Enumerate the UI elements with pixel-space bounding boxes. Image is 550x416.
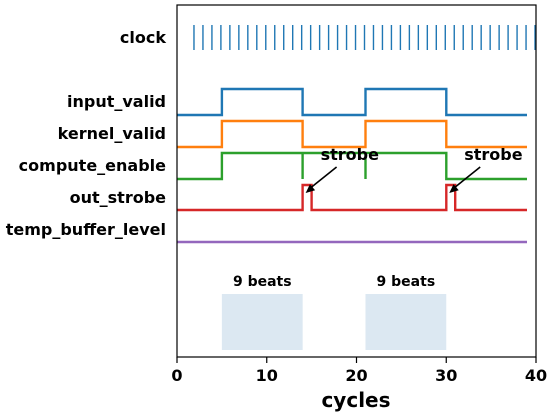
- x-tick-label-4: 40: [525, 366, 547, 385]
- x-tick-label-0: 0: [171, 366, 182, 385]
- x-tick-label-2: 20: [345, 366, 367, 385]
- annotations: strobe strobe: [305, 145, 523, 193]
- shaded-region-label-0: 9 beats: [233, 274, 292, 290]
- annotation-arrow-1: [454, 166, 481, 188]
- signal-label-out-strobe: out_strobe: [70, 188, 167, 207]
- x-tick-label-3: 30: [435, 366, 457, 385]
- annotation-arrowhead-1: [449, 184, 459, 193]
- x-tick-label-1: 10: [256, 366, 278, 385]
- signal-labels: clock input_valid kernel_valid compute_enab…: [6, 28, 167, 239]
- shaded-regions: 9 beats 9 beats: [221, 274, 447, 350]
- annotation-label-0: strobe: [321, 145, 380, 164]
- series-line-compute-enable: [177, 151, 527, 181]
- signal-label-clock: clock: [120, 28, 166, 47]
- signal-label-kernel-valid: kernel_valid: [58, 124, 166, 143]
- annotation-arrowhead-0: [305, 184, 316, 193]
- signal-label-input-valid: input_valid: [67, 92, 166, 111]
- signal-series: [177, 87, 527, 244]
- shaded-region-0: [221, 294, 303, 350]
- x-axis-label: cycles: [321, 388, 390, 412]
- series-line-out-strobe: [177, 183, 527, 212]
- x-axis: 0 10 20 30 40: [171, 357, 547, 385]
- shaded-region-label-1: 9 beats: [377, 274, 436, 290]
- annotation-arrow-0: [311, 166, 338, 188]
- shaded-region-1: [365, 294, 447, 350]
- signal-label-temp-buffer-level: temp_buffer_level: [6, 220, 166, 239]
- clock-ticks: [193, 25, 536, 50]
- signal-label-compute-enable: compute_enable: [19, 156, 166, 175]
- series-line-input-valid: [177, 87, 527, 117]
- series-line-kernel-valid: [177, 119, 527, 149]
- annotation-label-1: strobe: [464, 145, 523, 164]
